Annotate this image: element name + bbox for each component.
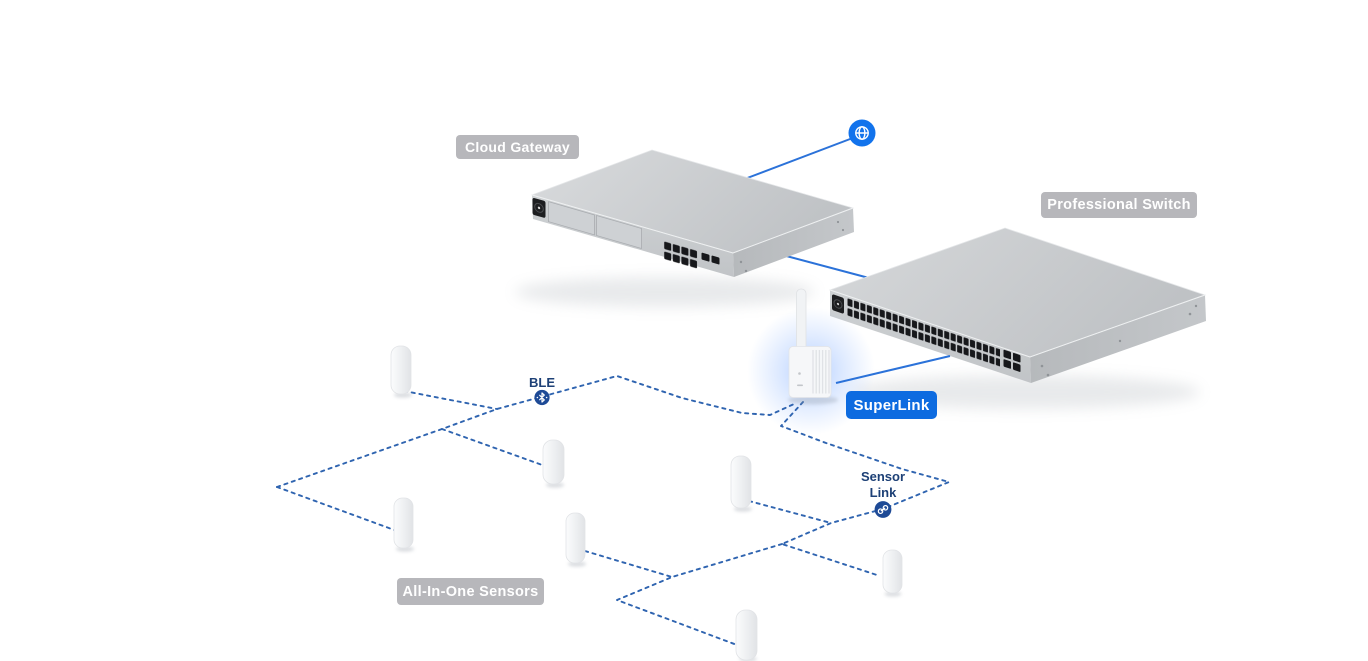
superlink-fins [812, 350, 830, 394]
superlink-device [788, 288, 838, 405]
cloud-gateway-device [530, 149, 855, 277]
sensor-6 [882, 549, 903, 597]
mesh-path-ble-chain [276, 375, 795, 488]
sensor-link-line1: Sensor [860, 469, 906, 484]
gateway-sfp-ports [701, 252, 720, 265]
professional-switch-device [828, 227, 1207, 383]
gateway-drive-bays [548, 201, 642, 250]
all-in-one-sensor-group [390, 345, 903, 661]
switch-sfp-ports [1003, 349, 1021, 372]
sensor-2 [542, 439, 565, 488]
superlink-antenna [796, 288, 807, 352]
sensor-4 [565, 512, 586, 567]
mesh-path-sensor4 [584, 550, 673, 578]
ble-annotation: BLE [529, 375, 555, 390]
mesh-path-sensor5 [748, 500, 832, 524]
switch-power-port [832, 294, 844, 314]
sensor-7 [735, 609, 758, 661]
sensor-5 [730, 455, 752, 512]
superlink-label: SuperLink [846, 391, 937, 419]
globe-icon [848, 119, 876, 147]
sensor-1 [390, 345, 412, 398]
mesh-path-sensor2 [441, 428, 546, 467]
sensor-mesh-lines [276, 375, 950, 646]
sensor-3 [393, 497, 414, 552]
uplink-line-switch-superlink [835, 355, 951, 384]
sensor-link-line2: Link [869, 484, 897, 500]
switch-screws [1040, 304, 1198, 377]
mesh-path-sensor1 [403, 390, 498, 410]
mesh-path-sensorlink-chain [780, 401, 950, 577]
device-shadows [515, 277, 1200, 409]
mesh-path-sensor3 [276, 486, 398, 532]
all-in-one-sensors-label: All-In-One Sensors [397, 578, 544, 605]
mesh-path-bottom-chain [616, 543, 783, 646]
switch-rj45-ports [847, 297, 1000, 368]
gateway-screws [739, 220, 845, 273]
cloud-gateway-label: Cloud Gateway [456, 135, 579, 159]
superlink-body [788, 346, 832, 398]
professional-switch-label: Professional Switch [1041, 192, 1197, 218]
gateway-rj45-ports [663, 240, 698, 270]
bluetooth-icon [534, 389, 550, 406]
gateway-power-port [532, 197, 546, 218]
chain-link-icon [874, 501, 892, 518]
uplink-line-gateway-internet [741, 135, 859, 181]
